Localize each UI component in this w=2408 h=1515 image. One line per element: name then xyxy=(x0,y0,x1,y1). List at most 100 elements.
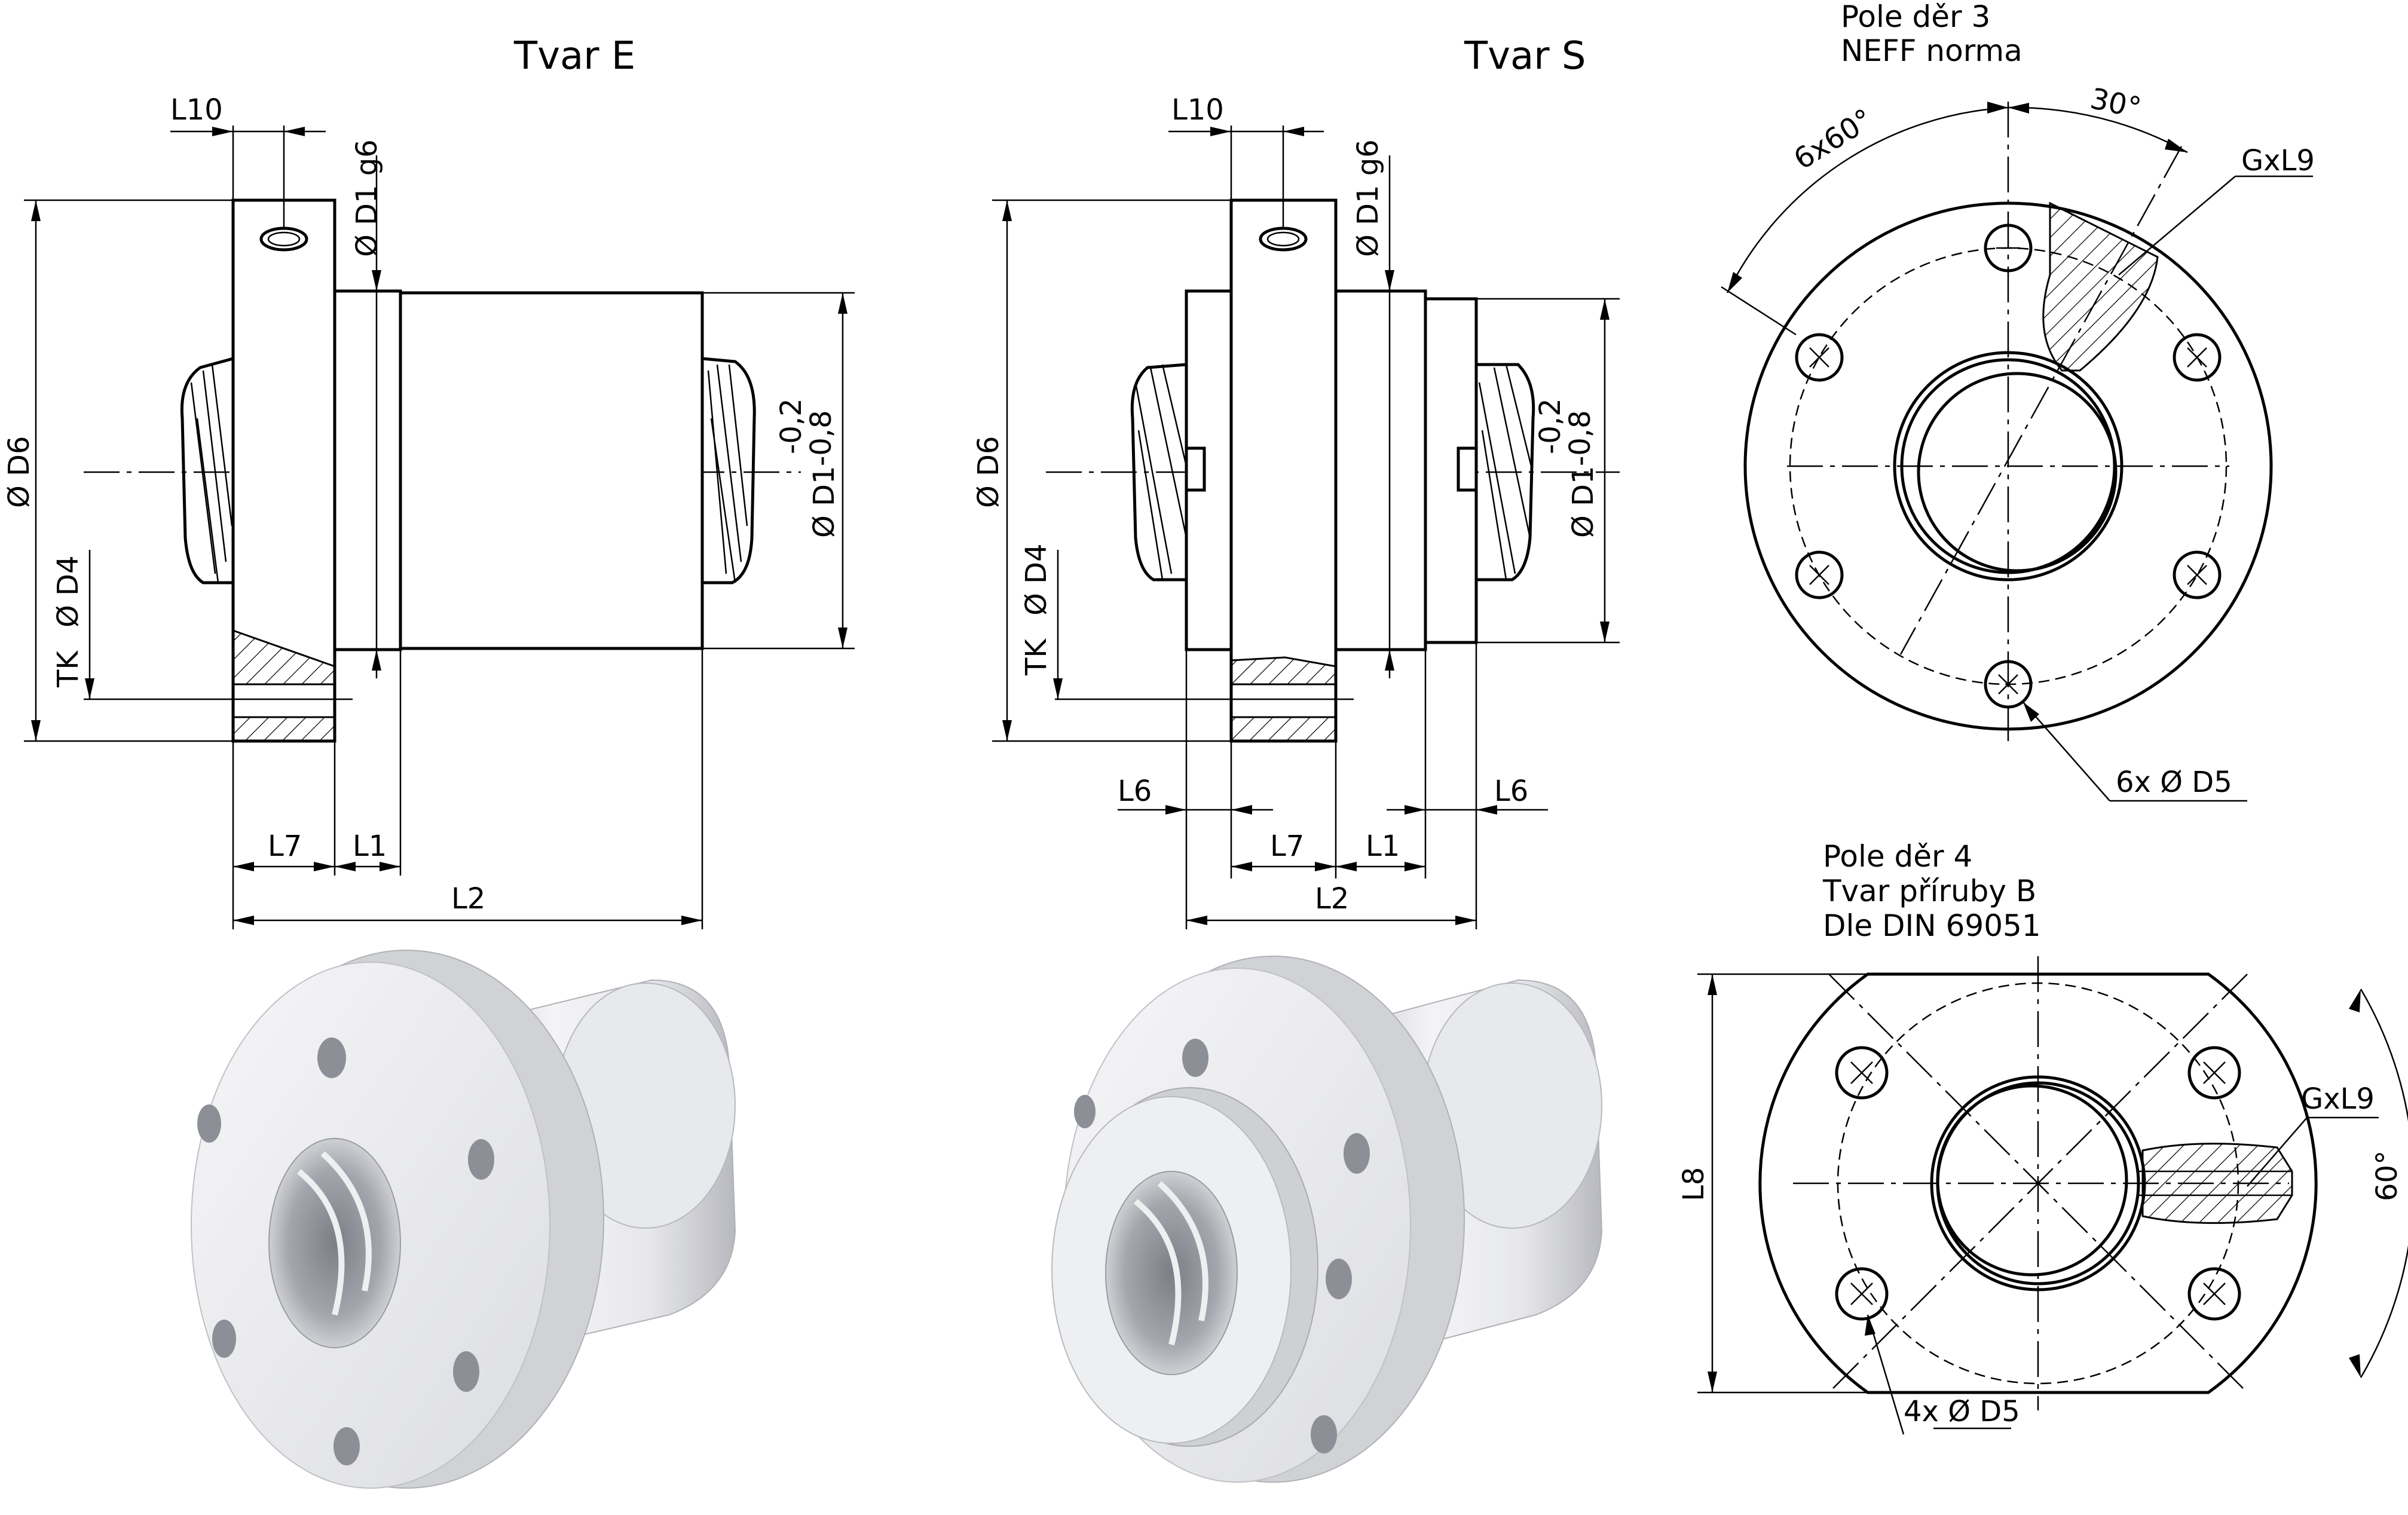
label-s-l2: L2 xyxy=(1315,882,1349,916)
l1-arrow-a xyxy=(335,862,356,871)
flange-section-hatch-bottom xyxy=(232,716,336,742)
l1-arrow-b xyxy=(380,862,400,871)
render-s-hole-2 xyxy=(1074,1095,1096,1128)
s-l7-arrow-a xyxy=(1231,862,1252,871)
p3-hole-bottom-mark xyxy=(1998,674,2018,694)
render-tvar-e xyxy=(191,950,736,1489)
p3-hole-ll-mark xyxy=(1809,565,1829,585)
thread-right xyxy=(702,357,756,584)
p3-label-6x60: 6x60° xyxy=(1788,102,1879,176)
render-tvar-s xyxy=(1051,956,1603,1483)
p4-holes xyxy=(1835,1046,2241,1321)
label-tol-hi: -0,2 xyxy=(775,398,808,454)
p3-hole-ll xyxy=(1795,550,1844,599)
s-d1g6-arrow-b xyxy=(1385,650,1394,671)
label-s-d4: Ø D4 xyxy=(1020,543,1053,616)
d4-arrow xyxy=(85,678,94,699)
nut-body xyxy=(399,291,704,650)
label-d1: Ø D1 xyxy=(807,466,841,538)
render-s-hole-5 xyxy=(1344,1133,1370,1174)
l2-arrow-b xyxy=(681,916,702,925)
render-e-hole-1 xyxy=(317,1037,346,1078)
lube-hole-s-inner xyxy=(1266,231,1300,247)
label-s-tk: TK xyxy=(1020,638,1053,676)
p3-arc-ext xyxy=(1721,286,1797,336)
s-d4-arrow xyxy=(1053,678,1063,699)
p3-hole-ul xyxy=(1795,333,1844,382)
p4-label-gxl9: GxL9 xyxy=(2301,1082,2375,1116)
l2-arrow-a xyxy=(233,916,254,925)
p3-hole-top xyxy=(1984,224,2033,273)
label-s-d1: Ø D1 xyxy=(1566,466,1600,538)
s-d6-arrow-bot xyxy=(1002,720,1012,741)
p4-hole-ur xyxy=(2187,1046,2241,1100)
thread-s-right-key xyxy=(1457,446,1478,492)
s-l10-arrow-a xyxy=(1210,127,1231,136)
p3-hole-lr xyxy=(2173,550,2222,599)
label-l10: L10 xyxy=(170,93,223,127)
p3-hole-ur-mark xyxy=(2187,347,2207,368)
s-l1-arrow-b xyxy=(1405,862,1425,871)
p3-arc-6x60 xyxy=(1726,106,2009,293)
d1-arrow-top xyxy=(838,293,847,314)
p4-title-1: Pole děr 4 xyxy=(1823,839,1972,874)
p4-d5-leader-a xyxy=(1867,1314,1905,1435)
label-s-l7: L7 xyxy=(1270,830,1304,863)
title-tvar-e: Tvar E xyxy=(513,34,635,78)
p4-axis-d2 xyxy=(1828,974,2248,1393)
d1g6-arrow xyxy=(372,270,381,291)
label-d4: Ø D4 xyxy=(51,555,85,628)
p3-label-gxl9: GxL9 xyxy=(2241,144,2315,177)
p4-hole-lr xyxy=(2187,1267,2241,1321)
l7-arrow-a xyxy=(233,862,254,871)
label-s-d1g6: Ø D1 g6 xyxy=(1351,139,1385,257)
p3-title-2: NEFF norma xyxy=(1841,33,2023,68)
render-e-hole-5 xyxy=(453,1351,479,1392)
label-tol-lo: -0,8 xyxy=(804,410,838,466)
p4-label-l8: L8 xyxy=(1677,1167,1711,1201)
p4-hole-ul xyxy=(1835,1046,1889,1100)
flange-hatch-s-bottom xyxy=(1230,716,1337,742)
p3-lube-hatch xyxy=(2042,201,2159,372)
p4-label-60: 60° xyxy=(2370,1150,2404,1201)
p3-title-1: Pole děr 3 xyxy=(1841,0,1990,34)
d6-arrow-bot xyxy=(31,720,41,741)
lube-hole-s xyxy=(1259,227,1308,252)
p4-title-3: Dle DIN 69051 xyxy=(1823,908,2041,943)
label-s-l6-right: L6 xyxy=(1494,775,1528,808)
d1g6-arrow-b xyxy=(372,650,381,671)
p4-label-holes: 4x Ø D5 xyxy=(1904,1395,2020,1428)
render-e-hole-3 xyxy=(212,1320,236,1358)
label-s-l1: L1 xyxy=(1366,830,1400,863)
thread-left xyxy=(180,357,234,584)
view-tvar-e: Tvar E L10 Ø D1 g6 xyxy=(2,34,855,929)
thread-s-left xyxy=(1130,363,1187,581)
render-s-hole-3 xyxy=(1326,1259,1352,1299)
p3-arc30-arrow-a xyxy=(2008,103,2029,114)
label-d1g6: Ø D1 g6 xyxy=(350,139,384,257)
label-s-l6-left: L6 xyxy=(1118,775,1152,808)
p4-d5-arrow xyxy=(1865,1315,1875,1336)
s-d1-arrow-top xyxy=(1600,299,1610,320)
s-l2-arrow-b xyxy=(1455,916,1476,925)
p4-title-2: Tvar příruby B xyxy=(1822,874,2036,908)
render-e-hole-2 xyxy=(197,1104,221,1143)
render-e-hole-4 xyxy=(333,1427,360,1465)
p4-outer xyxy=(1758,972,2318,1394)
p3-hole-lr-mark xyxy=(2187,565,2207,585)
p3-hole-bottom xyxy=(1984,660,2033,709)
p3-bore-inner xyxy=(1917,372,2118,573)
p3-arc-30 xyxy=(2008,106,2188,154)
view-pattern3: Pole děr 3 NEFF norma xyxy=(1721,0,2315,802)
thread-left-lines xyxy=(190,364,233,583)
s-l2-arrow-a xyxy=(1186,916,1207,925)
p4-gxl9-leader xyxy=(2247,1117,2308,1187)
s-l1-arrow-a xyxy=(1336,862,1357,871)
collar-right xyxy=(1334,289,1427,651)
flange-section-hatch xyxy=(232,629,336,685)
flange-hatch-s xyxy=(1230,656,1337,685)
thread-s-right-lines xyxy=(1478,364,1532,580)
pilot-collar xyxy=(333,289,402,651)
p3-gxl9-leader xyxy=(2118,176,2236,276)
